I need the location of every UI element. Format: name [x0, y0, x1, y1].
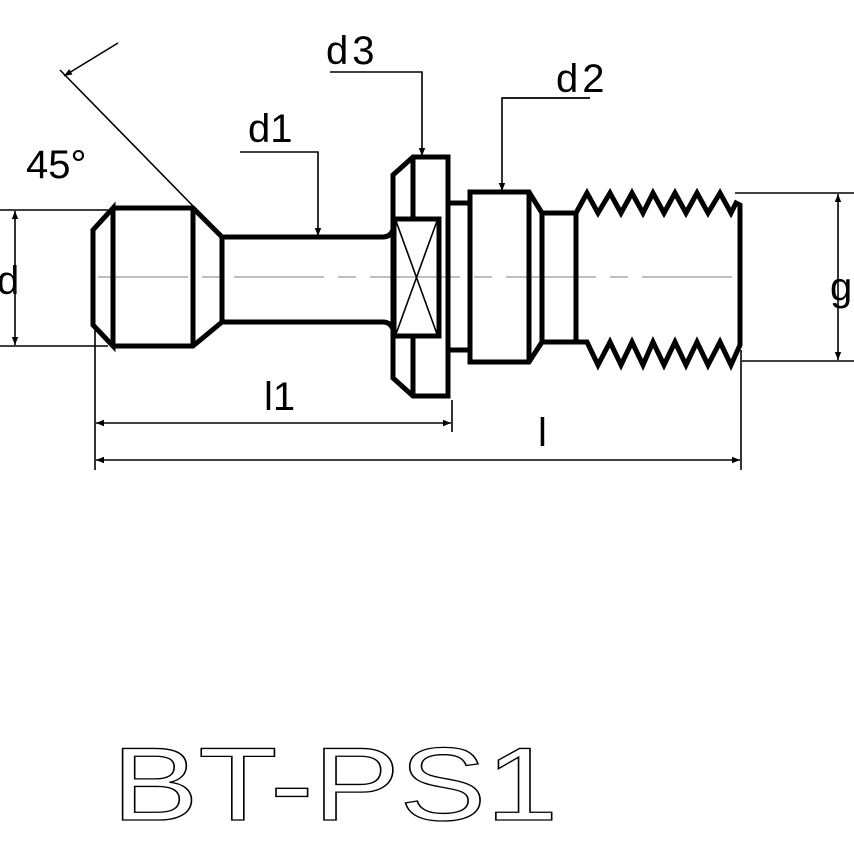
label-g: g [830, 265, 852, 309]
dimension-l: l [96, 350, 742, 470]
label-angle: 45° [26, 143, 87, 187]
label-d3: d3 [326, 29, 379, 73]
dimension-d1: d1 [240, 107, 322, 236]
drawing-title: BT-PS1 [112, 727, 558, 843]
dimension-d: d [0, 209, 108, 347]
dimension-d2: d2 [498, 57, 609, 191]
dimension-l1: l1 [94, 330, 453, 470]
label-d2: d2 [556, 57, 609, 101]
dimension-angle: 45° [26, 42, 194, 207]
dimension-d3: d3 [326, 29, 426, 156]
label-l1: l1 [264, 375, 295, 419]
dimension-g: g [735, 192, 854, 362]
label-l: l [538, 411, 547, 455]
part-outline [90, 154, 743, 399]
label-d1: d1 [248, 107, 293, 151]
label-d: d [0, 259, 19, 303]
